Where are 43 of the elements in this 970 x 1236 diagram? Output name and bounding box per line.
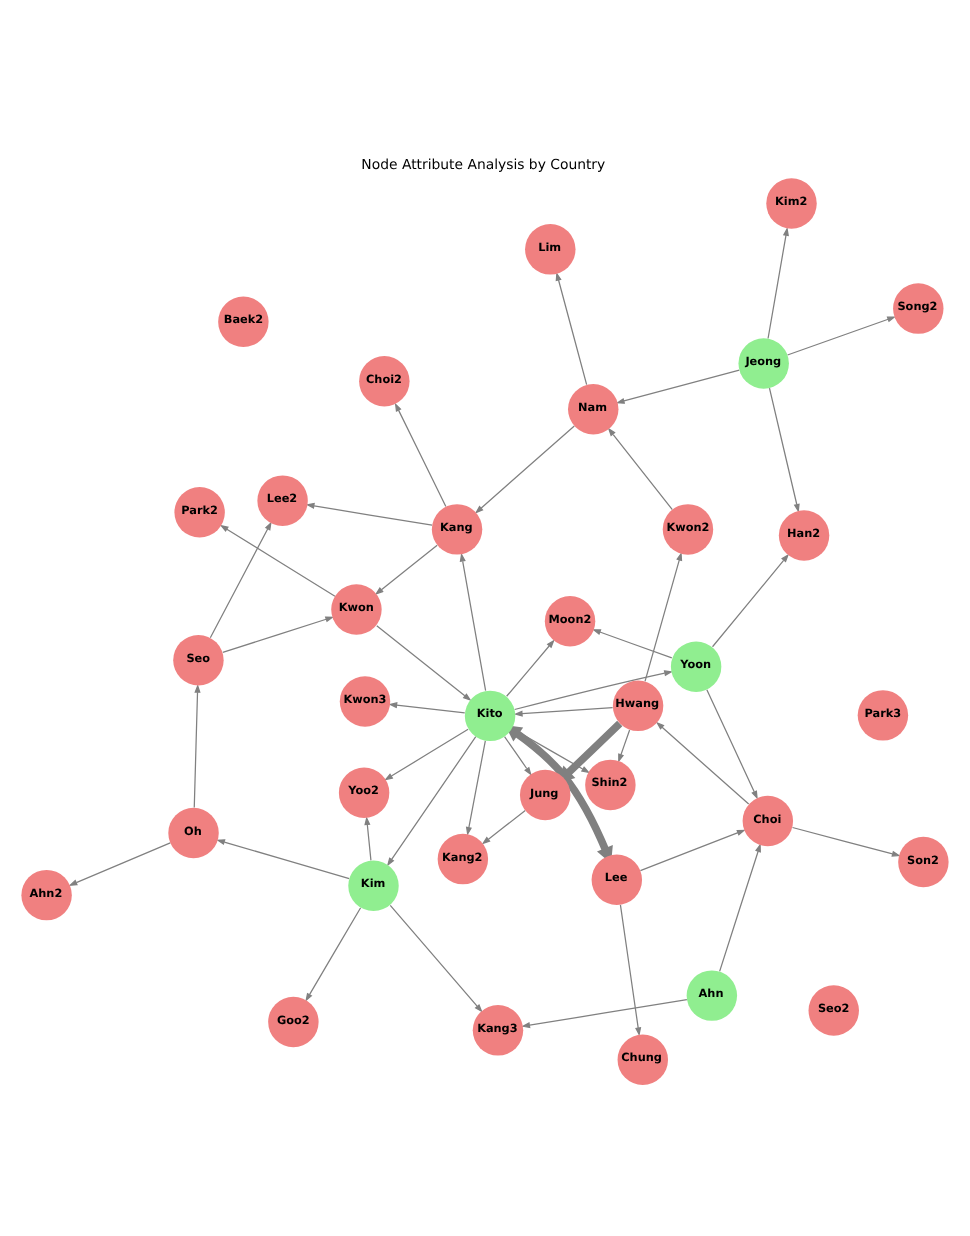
arrow — [474, 424, 575, 513]
arrow — [607, 426, 673, 510]
arrow — [222, 615, 335, 653]
arrow — [768, 386, 800, 512]
arrow — [459, 551, 487, 691]
arrow — [389, 903, 483, 1012]
arrow — [513, 669, 673, 710]
arrow — [719, 842, 761, 971]
arrow — [706, 688, 758, 799]
arrow — [216, 838, 350, 879]
arrow — [619, 903, 642, 1036]
arrow — [388, 701, 466, 713]
arrow — [376, 624, 472, 701]
arrow — [506, 638, 555, 696]
arrow — [305, 906, 362, 1001]
arrow — [615, 368, 740, 403]
arrow — [374, 543, 438, 594]
arrow — [481, 808, 526, 844]
arrow — [786, 315, 896, 355]
arrow — [711, 552, 790, 647]
arrow — [521, 998, 688, 1028]
arrow — [767, 226, 789, 339]
arrow — [209, 520, 272, 638]
arrow — [513, 705, 614, 716]
arrow — [618, 728, 631, 762]
arrow — [465, 739, 486, 835]
arrow — [555, 270, 588, 385]
arrow — [557, 719, 623, 783]
arrow — [193, 682, 201, 808]
arrow — [503, 735, 532, 775]
arrow — [364, 815, 372, 860]
arrow — [384, 727, 469, 780]
arrow — [394, 401, 447, 507]
arrow — [504, 724, 613, 863]
arrow — [68, 841, 171, 885]
arrow — [655, 720, 750, 804]
arrow — [644, 550, 683, 681]
arrow — [386, 735, 477, 866]
arrow — [592, 628, 673, 658]
arrow — [639, 828, 746, 871]
arrow — [791, 825, 901, 856]
arrow — [219, 523, 336, 596]
arrow — [305, 501, 433, 525]
